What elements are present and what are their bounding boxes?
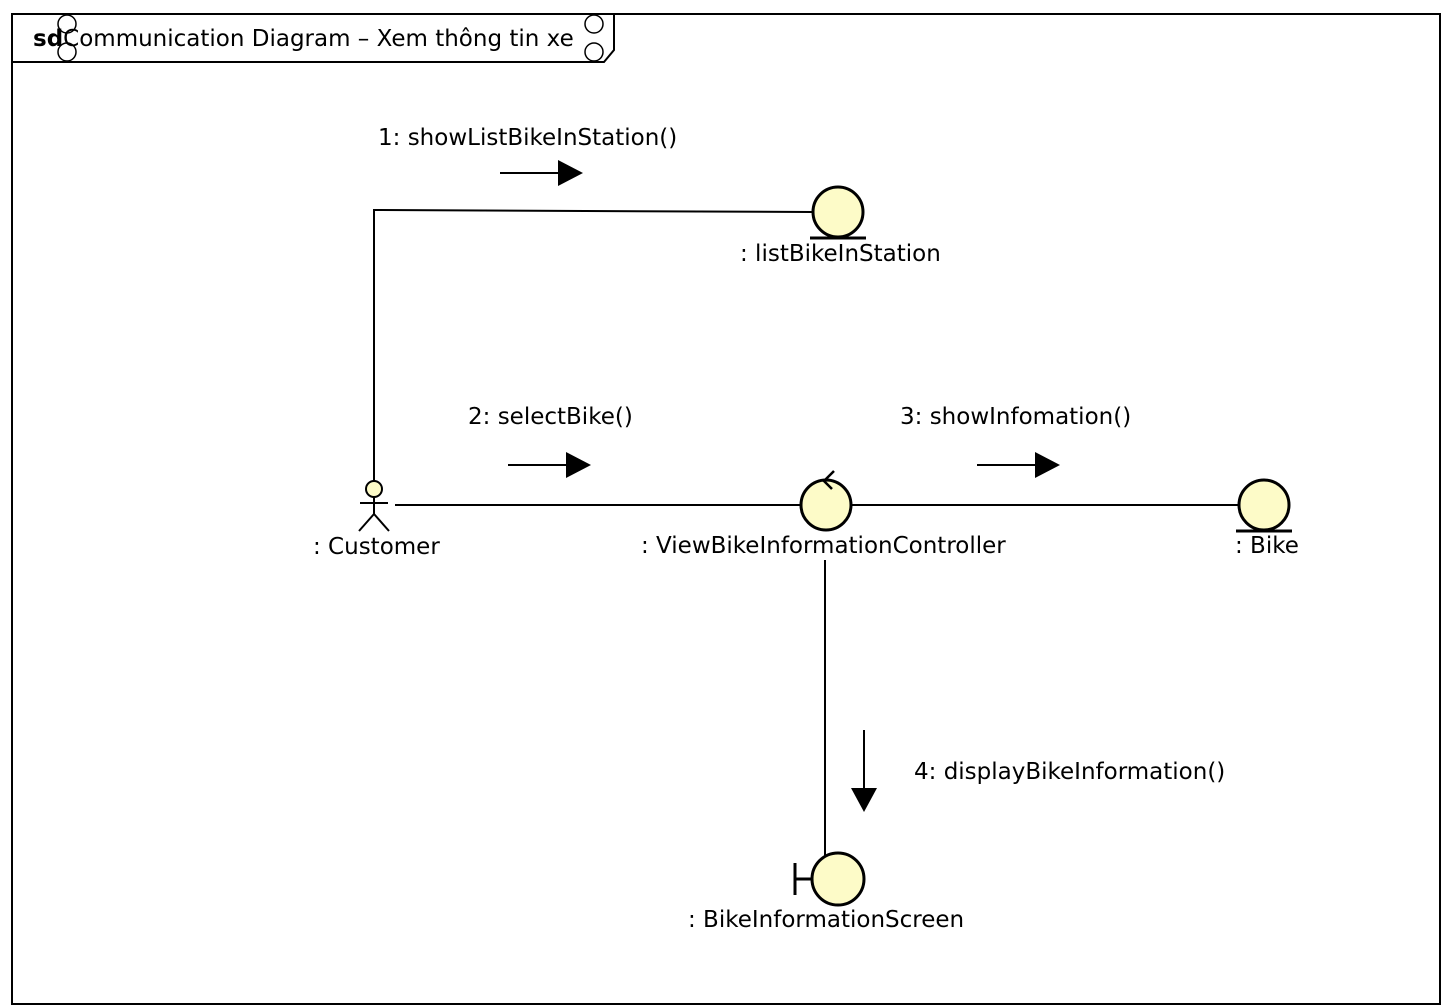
message-label-1: 1: showListBikeInStation() xyxy=(378,125,678,151)
frame-keyword: sd xyxy=(33,26,64,52)
message-arrow-2 xyxy=(508,452,591,478)
boundary-icon-screen[interactable] xyxy=(793,851,866,907)
object-label-bike: : Bike xyxy=(1235,533,1299,559)
message-arrow-3 xyxy=(977,452,1060,478)
entity-icon-bike[interactable] xyxy=(1236,478,1292,533)
tab-corner-circle xyxy=(584,14,604,34)
object-label-screen: : BikeInformationScreen xyxy=(688,907,965,933)
message-label-4: 4: displayBikeInformation() xyxy=(914,759,1226,785)
message-label-3: 3: showInfomation() xyxy=(900,404,1132,430)
control-icon-controller[interactable] xyxy=(799,470,853,532)
link-customer-listbikeinstation xyxy=(373,208,813,481)
message-label-2: 2: selectBike() xyxy=(468,404,633,430)
message-arrow-1 xyxy=(500,160,583,186)
tab-corner-circle xyxy=(584,42,604,62)
frame-title-tab xyxy=(12,14,615,63)
frame-title-text: Communication Diagram – Xem thông tin xe xyxy=(63,26,574,52)
object-label-customer: : Customer xyxy=(313,534,440,560)
entity-icon-listbikeinstation[interactable] xyxy=(810,185,866,240)
message-arrow-4 xyxy=(851,730,877,812)
object-label-listbikeinstation: : listBikeInStation xyxy=(740,241,941,267)
diagram-frame xyxy=(11,13,1441,1005)
customer-actor-icon[interactable] xyxy=(358,480,390,532)
tab-corner-circle xyxy=(57,42,77,62)
frame-title: sdCommunication Diagram – Xem thông tin … xyxy=(33,28,574,51)
object-label-controller: : ViewBikeInformationController xyxy=(641,533,1006,559)
tab-corner-circle xyxy=(57,14,77,34)
